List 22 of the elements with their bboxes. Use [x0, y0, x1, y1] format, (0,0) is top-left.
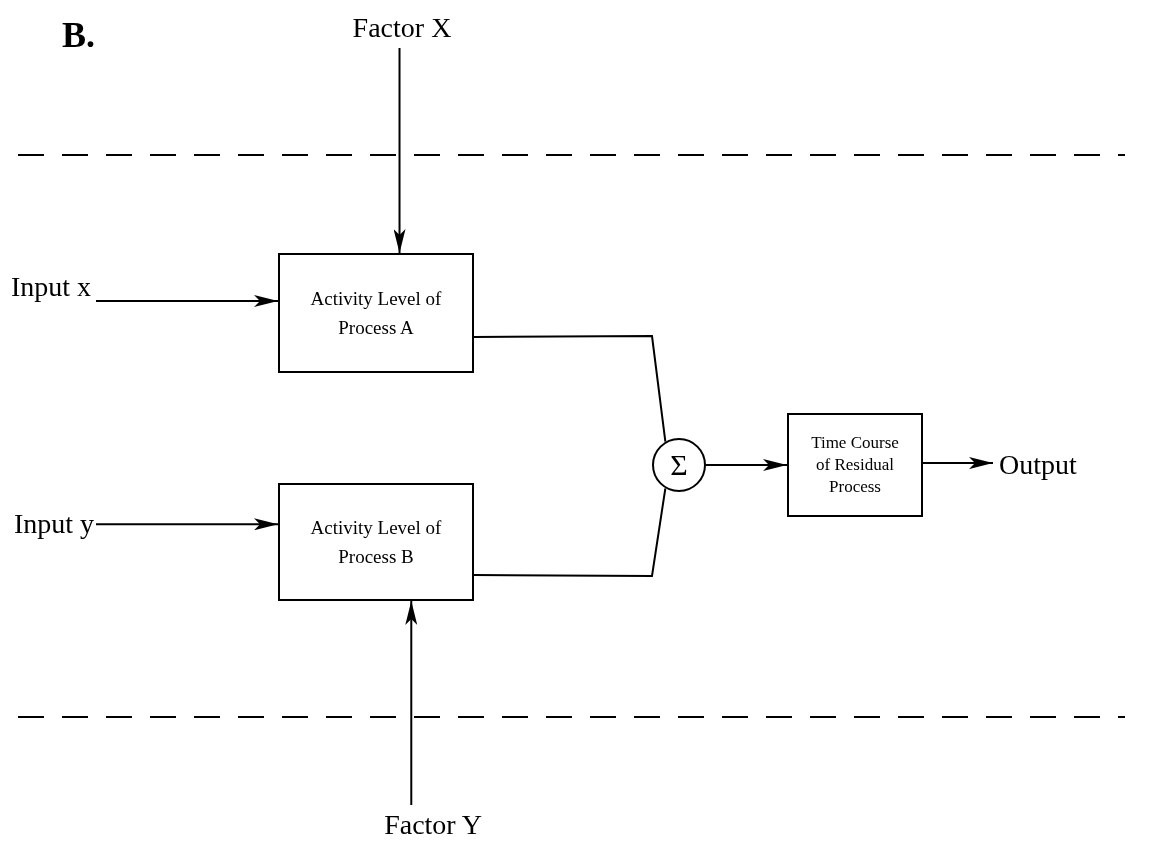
- node-label: Factor X: [340, 8, 464, 48]
- box-text: Time Course of Residual Process: [810, 431, 900, 499]
- process-box: [278, 483, 474, 601]
- box-text: Activity Level of Process A: [309, 286, 443, 340]
- sigma-symbol: Σ: [670, 448, 688, 482]
- arrow: [922, 457, 994, 470]
- node-label: Output: [993, 446, 1083, 484]
- process-box: [278, 253, 474, 373]
- node-label: Factor Y: [378, 805, 488, 845]
- panel-letter: B.: [62, 14, 95, 56]
- connector-line: [473, 487, 667, 577]
- node-label: Input x: [6, 268, 96, 306]
- summation-circle: [652, 438, 706, 492]
- box-text: Activity Level of Process B: [309, 515, 443, 569]
- process-box: [787, 413, 923, 517]
- connector-line: [473, 335, 667, 443]
- node-label: Input y: [12, 505, 96, 543]
- arrow: [705, 459, 788, 471]
- arrow: [95, 518, 279, 531]
- arrow: [405, 600, 418, 806]
- arrow: [95, 295, 279, 307]
- arrow: [393, 47, 406, 254]
